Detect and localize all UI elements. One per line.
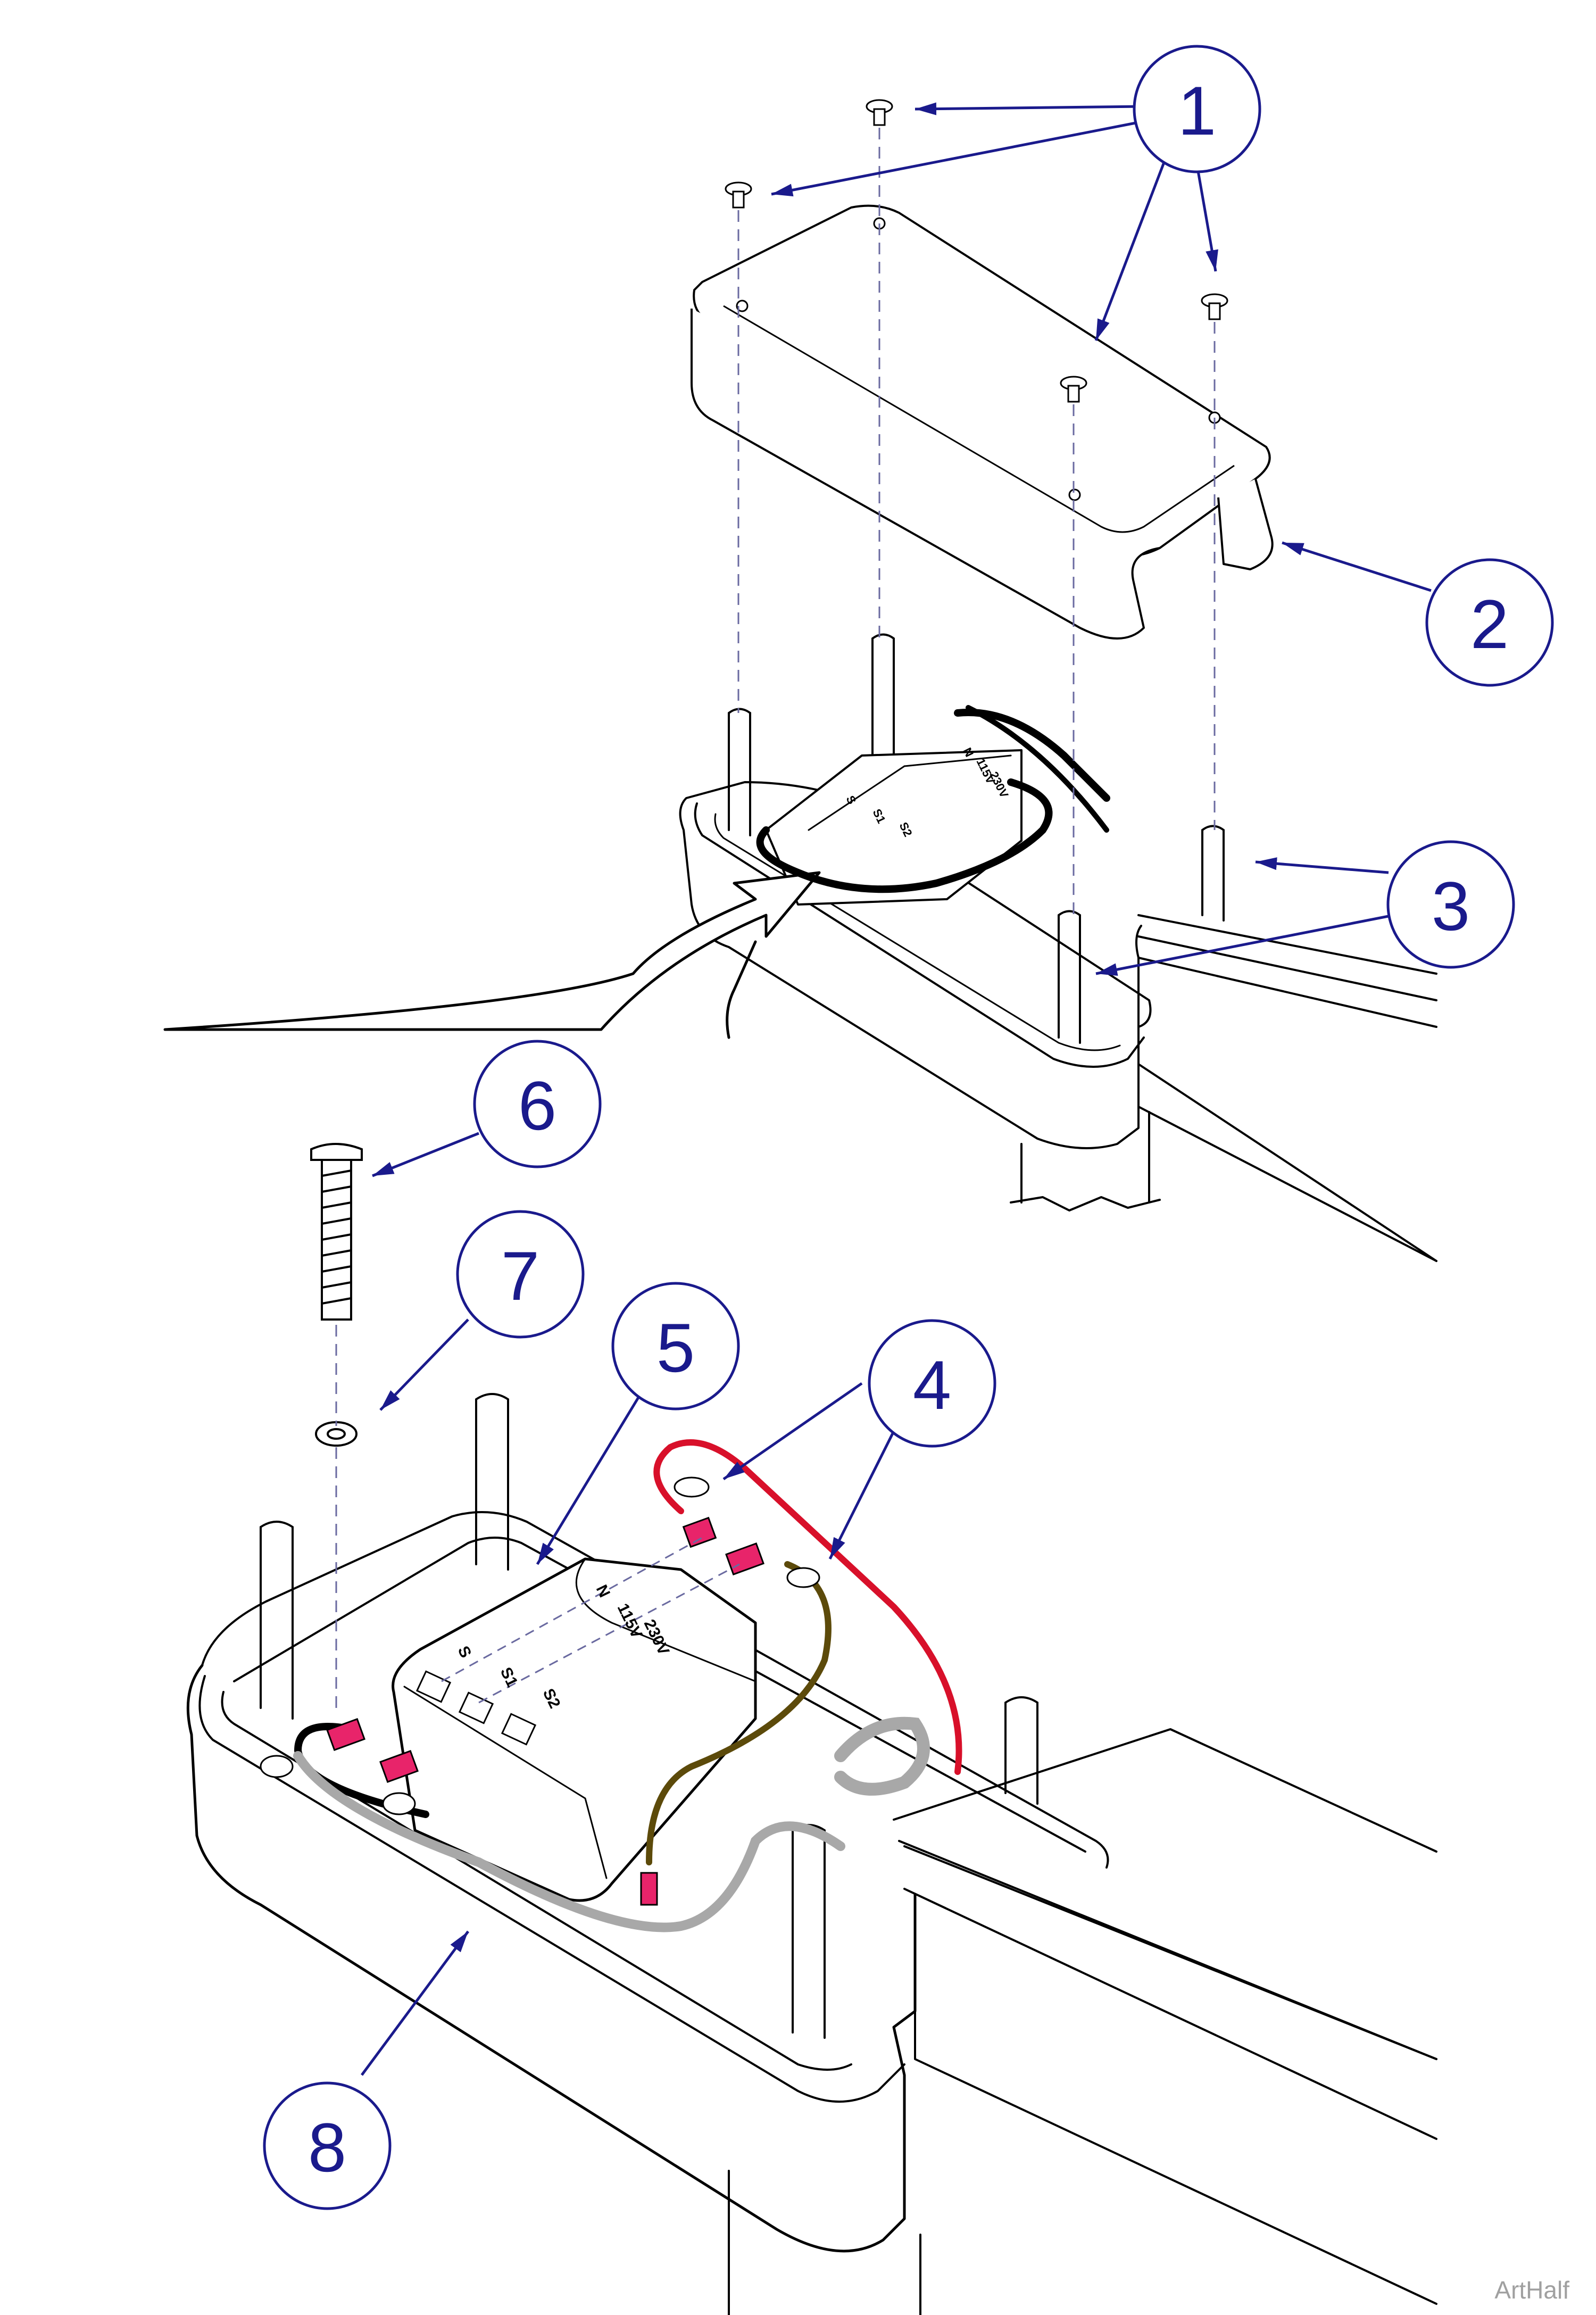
arthalf-watermark: ArtHalf bbox=[1494, 2276, 1569, 2304]
cover-side bbox=[1217, 478, 1274, 570]
upper-support-post bbox=[1010, 1111, 1161, 1212]
callout-8: 8 bbox=[263, 2081, 392, 2210]
long-screw bbox=[310, 1143, 363, 1321]
lower-support-post bbox=[728, 2170, 921, 2315]
lower-arm-tube-top bbox=[893, 1728, 1437, 2060]
cover-inner-edge bbox=[723, 305, 1235, 533]
svg-text:1: 1 bbox=[1178, 72, 1216, 150]
connector-s bbox=[326, 1718, 365, 1751]
gray-wire-1 bbox=[293, 1751, 845, 1932]
callout-4: 4 bbox=[868, 1319, 996, 1448]
connector-s1 bbox=[379, 1750, 419, 1783]
callout-3: 3 bbox=[1386, 840, 1515, 969]
lower-housing bbox=[186, 1664, 917, 2253]
cover-front bbox=[691, 309, 1160, 640]
upper-arm-tube-body bbox=[1135, 925, 1437, 1262]
callout-7: 7 bbox=[456, 1210, 585, 1339]
connector-115v bbox=[682, 1516, 717, 1548]
callout-5: 5 bbox=[611, 1282, 740, 1410]
screw-b bbox=[725, 181, 752, 209]
lower-housing-rim bbox=[198, 1511, 1109, 2103]
upper-housing-rim bbox=[694, 802, 1145, 1068]
screw-d bbox=[1060, 376, 1087, 403]
svg-text:7: 7 bbox=[501, 1237, 539, 1315]
upper-assembly bbox=[163, 633, 1437, 1262]
washer bbox=[315, 1421, 358, 1447]
upper-standoffs bbox=[728, 633, 1225, 1044]
svg-text:8: 8 bbox=[308, 2109, 346, 2186]
cover-screws bbox=[725, 99, 1228, 403]
red-wire bbox=[653, 1439, 962, 1775]
upper-black-wire-3 bbox=[966, 705, 1109, 833]
callout-1: 1 bbox=[1133, 45, 1261, 173]
detail-pointer-arrow bbox=[163, 871, 821, 1031]
lower-screw-washer bbox=[310, 1143, 363, 1447]
upper-transformer bbox=[765, 749, 1023, 906]
connector-olive-end bbox=[640, 1872, 658, 1906]
callout-6: 6 bbox=[473, 1040, 602, 1168]
upper-cover bbox=[691, 204, 1274, 640]
svg-text:2: 2 bbox=[1470, 585, 1509, 663]
svg-text:4: 4 bbox=[913, 1346, 951, 1424]
callout-2: 2 bbox=[1425, 558, 1554, 687]
svg-text:5: 5 bbox=[656, 1309, 695, 1387]
screw-a bbox=[866, 99, 893, 126]
upper-housing-base bbox=[679, 781, 1152, 1149]
lower-assembly bbox=[186, 1393, 1437, 2315]
svg-text:3: 3 bbox=[1432, 867, 1470, 945]
lower-arm-tube bbox=[903, 1845, 1437, 2305]
screw-c bbox=[1201, 293, 1228, 320]
connector-230v bbox=[725, 1542, 764, 1575]
lower-housing-inner bbox=[221, 1537, 1086, 2071]
olive-wire bbox=[646, 1561, 832, 1865]
lower-terminal-dashed bbox=[441, 1537, 740, 1704]
upper-black-wire-1 bbox=[756, 778, 1053, 893]
assembly-dashed-lines bbox=[737, 128, 1216, 915]
upper-wiring bbox=[756, 705, 1110, 893]
lower-wiring bbox=[293, 1439, 962, 1932]
cable-clips bbox=[260, 1476, 820, 1815]
gray-wire-2 bbox=[834, 1716, 930, 1796]
upper-arm-tube bbox=[1137, 914, 1437, 1262]
callout-leaders bbox=[360, 102, 1432, 2076]
upper-housing-inner-rim bbox=[714, 813, 1121, 1051]
svg-text:6: 6 bbox=[518, 1067, 556, 1144]
